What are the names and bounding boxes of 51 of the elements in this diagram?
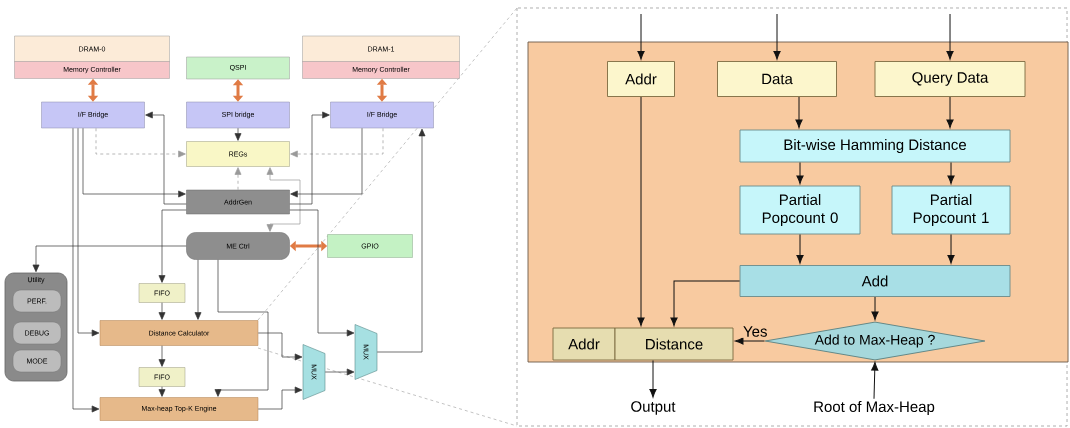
arrow <box>649 359 657 398</box>
adder-box: Add <box>739 265 1011 297</box>
arrow <box>871 362 879 400</box>
arrow <box>796 161 804 185</box>
arrow <box>670 280 741 327</box>
arrow <box>214 259 269 397</box>
register-box: Addr <box>607 61 675 97</box>
arrow <box>946 96 954 129</box>
arrow <box>158 386 166 397</box>
port-label: Root of Max-Heap <box>814 401 935 415</box>
compute-box: Bit-wise Hamming Distance <box>739 129 1011 163</box>
arrow <box>77 127 100 337</box>
result-box: Distance <box>614 327 734 361</box>
arrow <box>947 161 955 185</box>
arrow <box>290 127 384 158</box>
arrow <box>637 96 645 327</box>
arrow <box>324 368 355 376</box>
arrow <box>257 332 303 361</box>
arrow <box>95 127 186 158</box>
edge-label: Yes <box>742 325 769 338</box>
arrow <box>145 111 187 205</box>
arrow <box>796 233 804 264</box>
arrow <box>734 337 766 345</box>
arrow <box>32 245 187 273</box>
compute-box: Partial Popcount 1 <box>891 185 1011 235</box>
register-box: Query Data <box>874 61 1026 97</box>
arrow <box>795 96 803 129</box>
arrow <box>234 167 242 191</box>
arrow <box>232 79 244 102</box>
arrow <box>82 127 186 198</box>
arrow <box>289 111 330 205</box>
arrow <box>376 128 426 353</box>
compute-box: Partial Popcount 0 <box>739 185 861 235</box>
arrow <box>290 127 363 198</box>
arrow <box>158 345 166 367</box>
register-box: Data <box>717 61 837 97</box>
result-box: Addr <box>552 327 616 361</box>
arrow <box>773 13 781 60</box>
arrow <box>946 13 954 60</box>
arrow <box>257 386 303 410</box>
arrow <box>947 233 955 264</box>
arrow <box>158 302 166 320</box>
arrow <box>194 259 202 320</box>
arrow <box>266 167 301 232</box>
arrow <box>637 13 645 60</box>
arrow <box>72 127 100 413</box>
arrow <box>234 127 242 141</box>
arrow <box>289 209 355 337</box>
port-label: Output <box>631 401 676 415</box>
arrow <box>871 296 879 320</box>
arrow <box>158 209 187 283</box>
